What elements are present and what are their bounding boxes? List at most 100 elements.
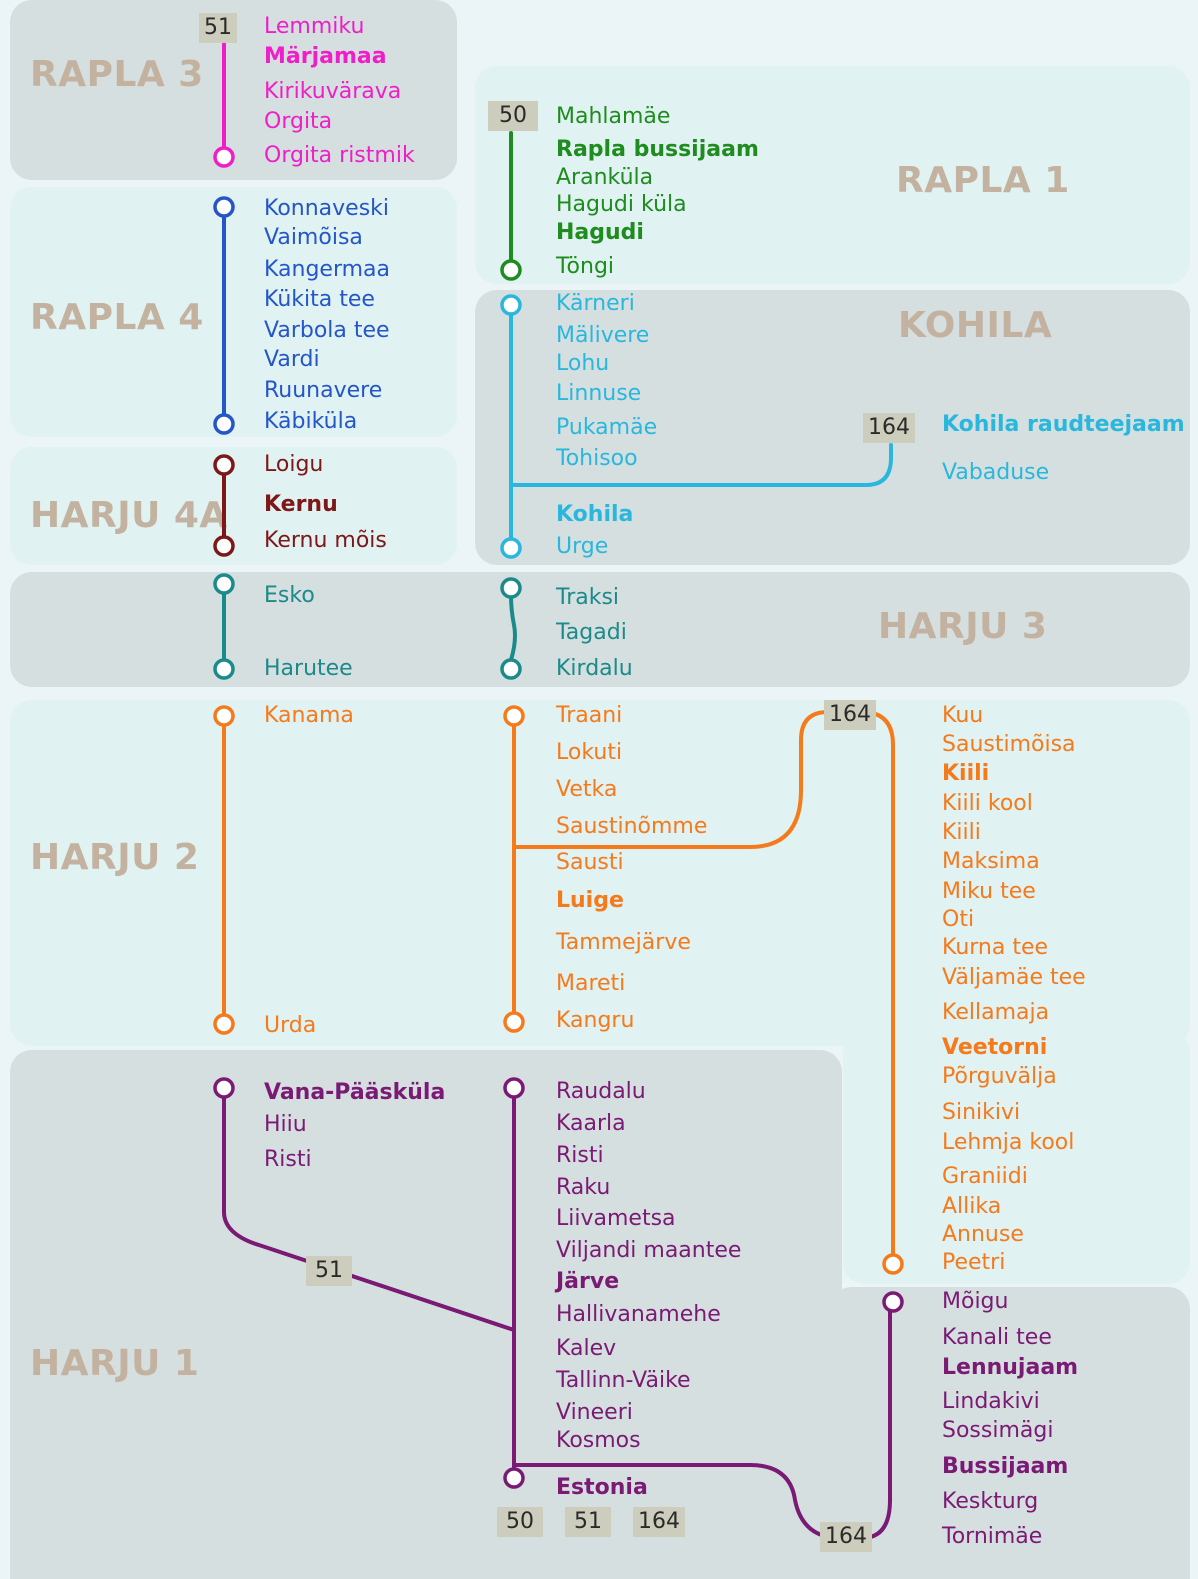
stop-label: Tagadi xyxy=(556,620,627,645)
zone-label-rapla3: RAPLA 3 xyxy=(30,54,204,95)
stop-label: Varbola tee xyxy=(264,318,390,343)
stop-label: Mõigu xyxy=(942,1289,1009,1314)
zone-label-harju4a: HARJU 4A xyxy=(30,495,228,536)
stop-label: Kellamaja xyxy=(942,1000,1050,1025)
zone-label-harju2: HARJU 2 xyxy=(30,837,200,878)
stop-label: Saustinõmme xyxy=(556,814,708,839)
terminal-icon xyxy=(213,658,235,680)
route-badge-164: 164 xyxy=(633,1507,685,1537)
zone-harju2-right-area xyxy=(843,1030,1190,1284)
stop-label: Orgita xyxy=(264,109,333,134)
stop-label: Allika xyxy=(942,1194,1002,1219)
stop-label: Traani xyxy=(556,703,623,728)
stop-label: Annuse xyxy=(942,1222,1024,1247)
stop-label: Konnaveski xyxy=(264,196,390,221)
terminal-icon xyxy=(882,1253,904,1275)
terminal-icon xyxy=(500,658,522,680)
terminal-icon xyxy=(500,294,522,316)
terminal-icon xyxy=(213,146,235,168)
stop-label: Kosmos xyxy=(556,1428,641,1453)
zone-harju3-area xyxy=(10,572,1190,687)
stop-label: Harutee xyxy=(264,656,353,681)
stop-label: Saustimõisa xyxy=(942,732,1076,757)
stop-label: Orgita ristmik xyxy=(264,143,415,168)
terminal-icon xyxy=(500,577,522,599)
route-badge-50: 50 xyxy=(497,1507,543,1537)
line-harju1-left xyxy=(222,1094,516,1332)
line-harju1-bottom xyxy=(512,1308,892,1540)
terminal-icon xyxy=(500,537,522,559)
stop-label: Keskturg xyxy=(942,1489,1039,1514)
stop-label: Vana-Pääsküla xyxy=(264,1080,446,1105)
stop-label: Loigu xyxy=(264,452,324,477)
stop-label: Lennujaam xyxy=(942,1355,1079,1380)
stop-label: Sausti xyxy=(556,850,624,875)
stop-label: Lindakivi xyxy=(942,1389,1040,1414)
stop-label: Graniidi xyxy=(942,1164,1028,1189)
stop-label: Kirikuvärava xyxy=(264,79,402,104)
stop-label: Oti xyxy=(942,907,975,932)
stop-label: Kernu mõis xyxy=(264,528,387,553)
zone-label-kohila: KOHILA xyxy=(898,305,1053,346)
stop-label: Kiili xyxy=(942,761,990,786)
stop-label: Kohila xyxy=(556,502,634,527)
stop-label: Tallinn-Väike xyxy=(556,1368,691,1393)
stop-label: Maksima xyxy=(942,849,1040,874)
route-badge-164: 164 xyxy=(820,1522,872,1552)
stop-label: Mälivere xyxy=(556,323,650,348)
stop-label: Kalev xyxy=(556,1336,617,1361)
zone-label-rapla1: RAPLA 1 xyxy=(896,160,1070,201)
stop-label: Tohisoo xyxy=(556,446,638,471)
stop-label: Tornimäe xyxy=(942,1524,1043,1549)
stop-label: Järve xyxy=(556,1269,620,1294)
stop-label: Kaarla xyxy=(556,1111,626,1136)
stop-label: Veetorni xyxy=(942,1035,1048,1060)
stop-label: Lohu xyxy=(556,351,610,376)
stop-label: Sossimägi xyxy=(942,1418,1054,1443)
stop-label: Tammejärve xyxy=(556,930,691,955)
stop-label: Kangermaa xyxy=(264,257,391,282)
route-badge-164: 164 xyxy=(863,413,915,443)
stop-label: Pukamäe xyxy=(556,415,658,440)
stop-label: Kükita tee xyxy=(264,287,375,312)
stop-label: Urda xyxy=(264,1013,317,1038)
terminal-icon xyxy=(213,705,235,727)
stop-label: Väljamäe tee xyxy=(942,965,1086,990)
stop-label: Miku tee xyxy=(942,879,1036,904)
route-badge-51: 51 xyxy=(565,1507,611,1537)
zone-label-rapla4: RAPLA 4 xyxy=(30,297,204,338)
terminal-icon xyxy=(213,454,235,476)
stop-label: Sinikivi xyxy=(942,1100,1021,1125)
stop-label: Vaimõisa xyxy=(264,225,363,250)
terminal-icon xyxy=(213,535,235,557)
zone-label-harju3: HARJU 3 xyxy=(878,606,1048,647)
stop-label: Lemmiku xyxy=(264,14,365,39)
stop-label: Liivametsa xyxy=(556,1206,676,1231)
stop-label: Esko xyxy=(264,583,315,608)
stop-label: Hagudi küla xyxy=(556,192,687,217)
stop-label: Kangru xyxy=(556,1008,635,1033)
stop-label: Bussijaam xyxy=(942,1454,1069,1479)
terminal-icon xyxy=(882,1291,904,1313)
stop-label: Kuu xyxy=(942,703,984,728)
stop-label: Mareti xyxy=(556,971,626,996)
stop-label: Käbiküla xyxy=(264,409,358,434)
stop-label: Linnuse xyxy=(556,381,642,406)
terminal-icon xyxy=(503,1011,525,1033)
stop-label: Raudalu xyxy=(556,1079,646,1104)
zone-harju1-area xyxy=(10,1050,842,1579)
zone-rapla1-area xyxy=(475,66,1190,284)
stop-label: Kiili xyxy=(942,820,981,845)
stop-label: Kiili kool xyxy=(942,791,1033,816)
stop-label: Mahlamäe xyxy=(556,104,671,129)
stop-label: Töngi xyxy=(556,254,615,279)
zone-label-harju1: HARJU 1 xyxy=(30,1343,200,1384)
stop-label: Risti xyxy=(264,1147,312,1172)
route-badge-51: 51 xyxy=(306,1256,352,1286)
stop-label: Hallivanamehe xyxy=(556,1302,721,1327)
stop-label: Kanama xyxy=(264,703,354,728)
stop-label: Luige xyxy=(556,888,624,913)
stop-label: Vabaduse xyxy=(942,460,1050,485)
zone-kohila-area xyxy=(475,290,1190,565)
